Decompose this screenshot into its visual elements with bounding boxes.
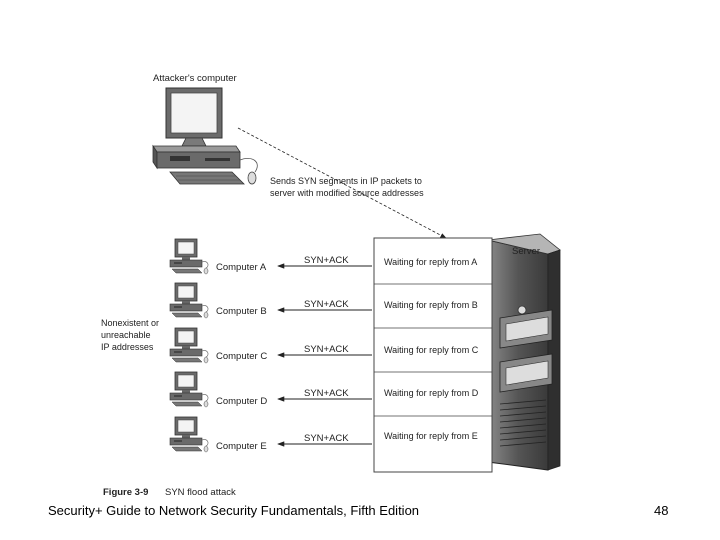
figure-number: Figure 3-9 bbox=[103, 487, 149, 498]
waiting-cell: Waiting for reply from E bbox=[384, 431, 478, 441]
server-tower-icon bbox=[487, 233, 561, 471]
waiting-cell: Waiting for reply from B bbox=[384, 300, 478, 310]
book-title-footer: Security+ Guide to Network Security Fund… bbox=[48, 503, 420, 518]
sends-note-line-1: Sends SYN segments in IP packets to bbox=[270, 176, 422, 186]
client-computers bbox=[169, 238, 372, 453]
syn-ack-label: SYN+ACK bbox=[304, 299, 349, 310]
computer-label: Computer B bbox=[216, 306, 267, 317]
client-computer-icon bbox=[169, 371, 209, 408]
nonexistent-note-line-3: IP addresses bbox=[101, 342, 154, 352]
server-label: Server bbox=[512, 246, 540, 257]
client-computer-icon bbox=[169, 238, 209, 275]
syn-ack-label: SYN+ACK bbox=[304, 433, 349, 444]
attacker-computer-icon bbox=[152, 87, 258, 185]
waiting-cell: Waiting for reply from C bbox=[384, 345, 479, 355]
nonexistent-note-line-1: Nonexistent or bbox=[101, 318, 160, 328]
nonexistent-note-line-2: unreachable bbox=[101, 330, 151, 340]
computer-label: Computer A bbox=[216, 262, 267, 273]
computer-label: Computer C bbox=[216, 351, 268, 362]
waiting-cell: Waiting for reply from A bbox=[384, 257, 478, 267]
computer-label: Computer D bbox=[216, 396, 268, 407]
client-computer-icon bbox=[169, 327, 209, 364]
client-computer-icon bbox=[169, 282, 209, 319]
sends-note-line-2: server with modified source addresses bbox=[270, 188, 424, 198]
syn-ack-label: SYN+ACK bbox=[304, 388, 349, 399]
figure-title: SYN flood attack bbox=[165, 487, 236, 498]
computer-label: Computer E bbox=[216, 441, 267, 452]
waiting-cell: Waiting for reply from D bbox=[384, 388, 479, 398]
page-number: 48 bbox=[654, 503, 669, 518]
server-queue-table bbox=[373, 237, 493, 473]
syn-arrow bbox=[237, 127, 447, 239]
attacker-label: Attacker's computer bbox=[153, 73, 237, 84]
client-computer-icon bbox=[169, 416, 209, 453]
syn-ack-label: SYN+ACK bbox=[304, 344, 349, 355]
syn-ack-label: SYN+ACK bbox=[304, 255, 349, 266]
